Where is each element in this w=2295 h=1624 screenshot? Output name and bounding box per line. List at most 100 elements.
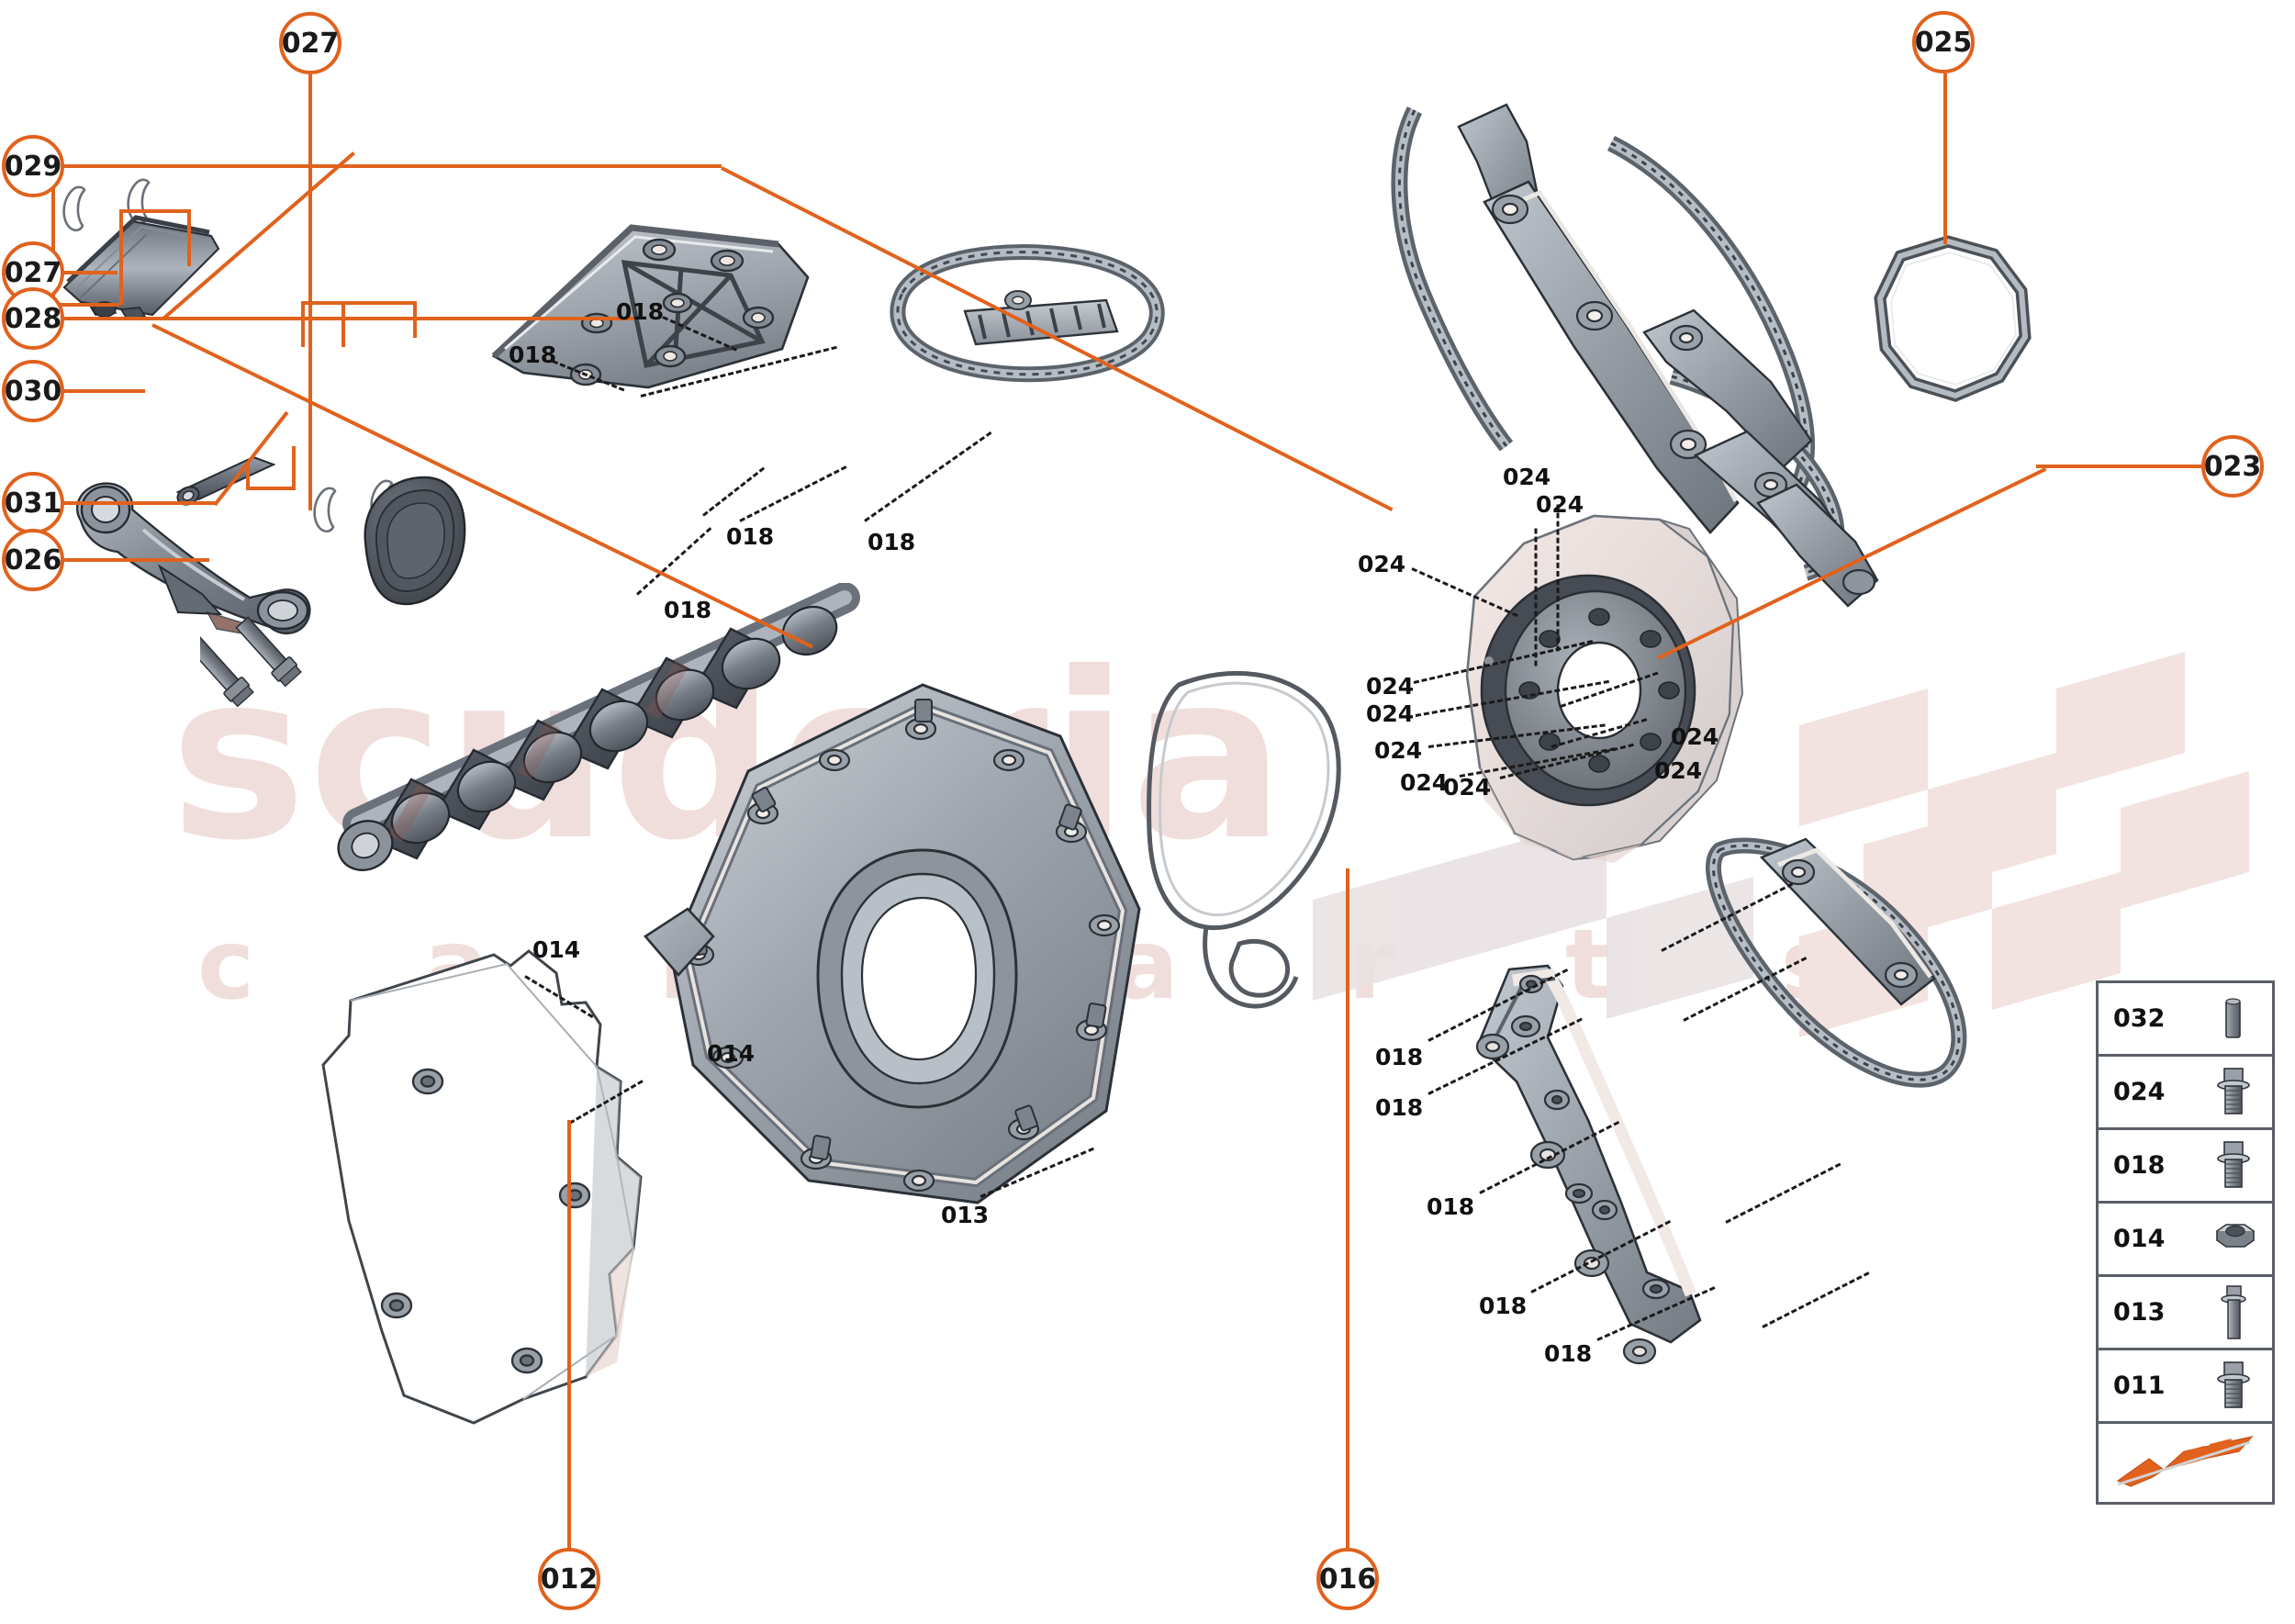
callout-code: 031 (4, 487, 62, 520)
part-label-018: 018 (664, 597, 712, 623)
piston-pin-part (175, 455, 276, 506)
legend-row-arrow (2099, 1424, 2272, 1502)
callout-029[interactable]: 029 (2, 135, 64, 197)
legend-code: 032 (2113, 1004, 2166, 1033)
connecting-rod-part (75, 482, 311, 636)
leader-012 (567, 1120, 571, 1550)
part-label-018: 018 (1544, 1340, 1593, 1367)
leader-029-g (187, 209, 191, 266)
legend-row-011: 011 (2099, 1350, 2272, 1424)
callout-code: 023 (2203, 450, 2262, 483)
leader-016 (1346, 868, 1349, 1550)
oil-pan-baffle-part (321, 949, 643, 1425)
leader-028-a (62, 317, 633, 320)
flange-bolt-long-icon (2198, 1282, 2267, 1343)
timing-cover-gasket-part (1147, 670, 1341, 1009)
conrod-bolt-part (200, 616, 302, 708)
part-label-024: 024 (1443, 774, 1492, 801)
leader-029-e (119, 209, 123, 305)
leader-029-i (301, 301, 413, 305)
flywheel-part (1465, 514, 1744, 863)
legend-row-014: 014 (2099, 1204, 2272, 1277)
callout-code: 027 (4, 256, 62, 289)
legend-row-013: 013 (2099, 1277, 2272, 1350)
callout-025[interactable]: 025 (1912, 11, 1975, 73)
callout-027-top[interactable]: 027 (279, 12, 341, 74)
leader-026 (62, 558, 209, 562)
part-label-018: 018 (868, 529, 916, 555)
dash-018-g (864, 431, 992, 522)
part-label-018: 018 (1479, 1293, 1528, 1319)
part-label-024: 024 (1654, 757, 1703, 784)
legend-code: 024 (2113, 1078, 2166, 1106)
part-label-024: 024 (1671, 723, 1719, 750)
leader-029-j (341, 301, 345, 347)
timing-chain-assembly-part (1391, 103, 1879, 608)
part-label-014: 014 (707, 1040, 756, 1067)
part-label-024: 024 (1358, 551, 1406, 577)
part-label-014: 014 (532, 936, 581, 963)
callout-023[interactable]: 023 (2201, 435, 2264, 498)
leader-031-a (62, 501, 215, 505)
part-label-024: 024 (1503, 464, 1551, 490)
timing-cover-part (644, 683, 1141, 1204)
part-label-013: 013 (941, 1202, 990, 1228)
leader-029-c (51, 164, 55, 305)
flange-bolt-icon (2198, 1137, 2267, 1194)
dash-018-e (702, 466, 766, 517)
timing-chain-upper-part (890, 244, 1165, 383)
part-label-018: 018 (726, 523, 775, 550)
part-label-024: 024 (1366, 700, 1415, 727)
orange-arrow-icon (2104, 1435, 2267, 1492)
legend-code: 018 (2113, 1151, 2166, 1180)
dash-024-b (1534, 528, 1538, 666)
part-label-018: 018 (1375, 1044, 1424, 1070)
piston-crown-part (364, 476, 466, 606)
part-label-018: 018 (1375, 1094, 1424, 1121)
dash-024-a (1556, 504, 1560, 652)
part-label-024: 024 (1366, 673, 1415, 700)
leader-027-top (308, 74, 312, 510)
leader-029-d (51, 303, 119, 307)
flange-nut-icon (2198, 1218, 2267, 1260)
callout-016[interactable]: 016 (1316, 1548, 1379, 1610)
callout-012[interactable]: 012 (538, 1548, 600, 1610)
main-bearing-ladder-part (491, 224, 810, 389)
dowel-pin-icon (2198, 993, 2267, 1045)
callout-code: 026 (4, 543, 62, 577)
leader-030 (62, 389, 145, 393)
callout-code: 030 (4, 375, 62, 408)
crankshaft-part (337, 583, 860, 871)
part-label-024: 024 (1374, 737, 1423, 764)
leader-031-c (292, 446, 296, 490)
legend-code: 013 (2113, 1298, 2166, 1327)
leader-027 (62, 271, 118, 274)
leader-025 (1943, 73, 1947, 244)
leader-023-a (2036, 465, 2201, 468)
callout-code: 027 (281, 27, 340, 60)
callout-code: 016 (1318, 1562, 1377, 1596)
callout-028[interactable]: 028 (2, 287, 64, 350)
hardware-legend: 032 024 (2096, 980, 2275, 1505)
flange-bolt-icon (2198, 1358, 2267, 1415)
legend-code: 014 (2113, 1225, 2166, 1253)
callout-031[interactable]: 031 (2, 472, 64, 534)
dash-rail-018-i (1762, 1271, 1870, 1328)
part-label-018: 018 (509, 342, 557, 368)
callout-code: 029 (4, 150, 62, 183)
part-label-018: 018 (616, 298, 665, 325)
legend-row-018: 018 (2099, 1130, 2272, 1204)
flywheel-ring-gear-part (1874, 235, 2032, 402)
legend-row-032: 032 (2099, 983, 2272, 1057)
callout-030[interactable]: 030 (2, 360, 64, 422)
callout-code: 028 (4, 302, 62, 335)
legend-row-024: 024 (2099, 1057, 2272, 1130)
leader-029-f (119, 209, 187, 213)
leader-029-h (301, 301, 305, 347)
leader-029-a (62, 164, 722, 168)
part-label-024: 024 (1400, 769, 1449, 796)
callout-code: 025 (1914, 26, 1973, 59)
callout-026[interactable]: 026 (2, 529, 64, 591)
leader-031-d (246, 487, 294, 490)
